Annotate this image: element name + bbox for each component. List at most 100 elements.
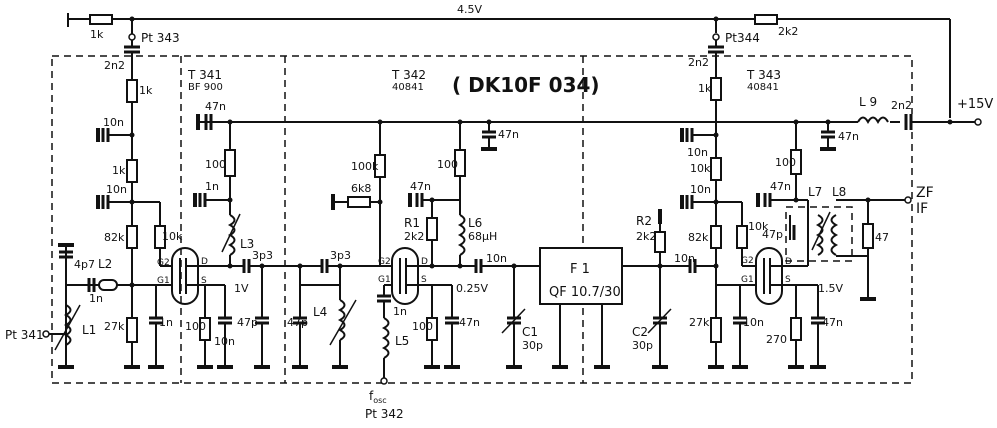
cap-47p-label: 47p [762,228,783,241]
cap-1n-label: 1n [89,292,103,305]
res-82k-label: 82k [104,231,125,244]
res-27k-label: 27k [104,320,125,333]
r2-label: R2 [636,214,652,228]
cap-10n-label: 10n [106,183,127,196]
voltage-15v-label: 1.5V [818,282,843,295]
fosc-label: fosc [369,389,387,405]
res-27k-label: 27k [689,316,710,329]
t343-name: T 343 [746,68,781,82]
cap-2n2-label: 2n2 [891,99,912,112]
t342-name: T 342 [391,68,426,82]
filter-name: F 1 [570,262,590,277]
l6-label: L6 [468,216,482,230]
res-100-label: 100 [185,320,206,333]
output-zf-label: ZF [916,185,934,201]
module-title: ( DK10F 034) [452,73,600,97]
cap-1n-label: 1n [159,316,173,329]
transistor-t342: G2 G1 D S [378,247,428,305]
r1-label: R1 [404,216,420,230]
svg-text:D: D [421,257,428,267]
cap-10n-label: 10n [743,316,764,329]
cap-47n-label: 47n [498,128,519,141]
cap-1n-label: 1n [393,305,407,318]
res-100-label: 100 [205,158,226,171]
cap-47p-label: 47p [237,316,258,329]
transistor-t343: G2 G1 D S [741,247,792,305]
cap-30p-label: 30p [522,339,543,352]
cap-10n-label: 10n [687,146,708,159]
cap-3p3-label: 3p3 [252,249,273,262]
l4-label: L4 [313,305,327,319]
filter-part: QF 10.7/30 [549,285,621,300]
svg-text:S: S [785,275,791,285]
cap-10n-label: 10n [690,183,711,196]
res-1k-label: 1k [112,164,126,177]
input-section: Pt 341 L1 4p7 L2 1n [5,243,132,369]
cap-47p-label: 47p [287,316,308,329]
cap-2n2-label: 2n2 [688,56,709,69]
cap-1n-label: 1n [205,180,219,193]
svg-text:G1: G1 [157,276,170,286]
svg-text:G1: G1 [741,275,754,285]
cap-47n-label: 47n [205,100,226,113]
rail-resistor-right-label: 2k2 [778,25,798,38]
cap-10n-label: 10n [103,116,124,129]
res-2k2-label: 2k2 [404,230,424,243]
svg-text:S: S [201,276,207,286]
t341-name: T 341 [187,68,222,82]
res-100-label: 100 [437,158,458,171]
output-if-label: IF [916,201,928,217]
t342-type: 40841 [392,82,424,93]
svg-text:D: D [785,257,792,267]
res-1k-label: 1k [139,84,153,97]
res-1k-label: 1k [698,82,712,95]
voltage-1v-label: 1V [234,282,249,295]
cap-47n-label: 47n [459,316,480,329]
l3-label: L3 [240,237,254,251]
res-270-label: 270 [766,333,787,346]
transistor-t341: G2 G1 D S [157,247,208,305]
supply-15v-label: +15V [957,97,993,112]
l6-value-label: 68μH [468,230,497,243]
res-47-label: 47 [875,231,889,244]
cap-30p-label: 30p [632,339,653,352]
l5-label: L5 [395,334,409,348]
svg-text:Pt 343: Pt 343 [141,31,180,45]
svg-text:S: S [421,275,427,285]
l8-label: L8 [832,185,846,199]
svg-text:G2: G2 [378,257,391,267]
stage-t341: 2n2 1k 10n 1k 10n 82k 27k [96,40,950,369]
res-82k-label: 82k [688,231,709,244]
cap-10n-label: 10n [674,252,695,265]
rail-voltage-label: 4.5V [457,3,482,16]
c1-label: C1 [522,325,538,339]
res-100k-label: 100k [351,160,379,173]
res-10k-label: 10k [162,230,183,243]
res-10k-label: 10k [748,220,769,233]
stage-t343: R2 2k2 C2 30p 10n 2n2 1k 10n 10k [632,40,934,369]
cap-3p3-label: 3p3 [330,249,351,262]
filter-f1: F 1 QF 10.7/30 [539,247,690,369]
c2-label: C2 [632,325,648,339]
testpoint-pt344: Pt344 [712,31,760,45]
res-100-label: 100 [412,320,433,333]
t341-type: BF 900 [188,82,223,93]
supply-rail-4v5: 1k 4.5V 2k2 [67,3,951,118]
l1-label: L1 [82,323,96,337]
t343-type: 40841 [747,82,779,93]
svg-text:G2: G2 [741,256,754,266]
res-6k8-label: 6k8 [351,182,371,195]
testpoint-pt342: Pt 342 [365,407,404,421]
cap-47n-label: 47n [822,316,843,329]
stage-t342: 3p3 47p L4 100k 6k8 [287,119,543,421]
rail-resistor-left-label: 1k [90,28,104,41]
cap-2n2-label: 2n2 [104,59,125,72]
cap-47n-label: 47n [838,130,859,143]
testpoint-pt343: Pt 343 [128,31,180,45]
res-100-label: 100 [775,156,796,169]
res-2k2-label: 2k2 [636,230,656,243]
cap-47n-label: 47n [770,180,791,193]
testpoint-pt341: Pt 341 [5,328,44,342]
svg-text:Pt344: Pt344 [725,31,760,45]
